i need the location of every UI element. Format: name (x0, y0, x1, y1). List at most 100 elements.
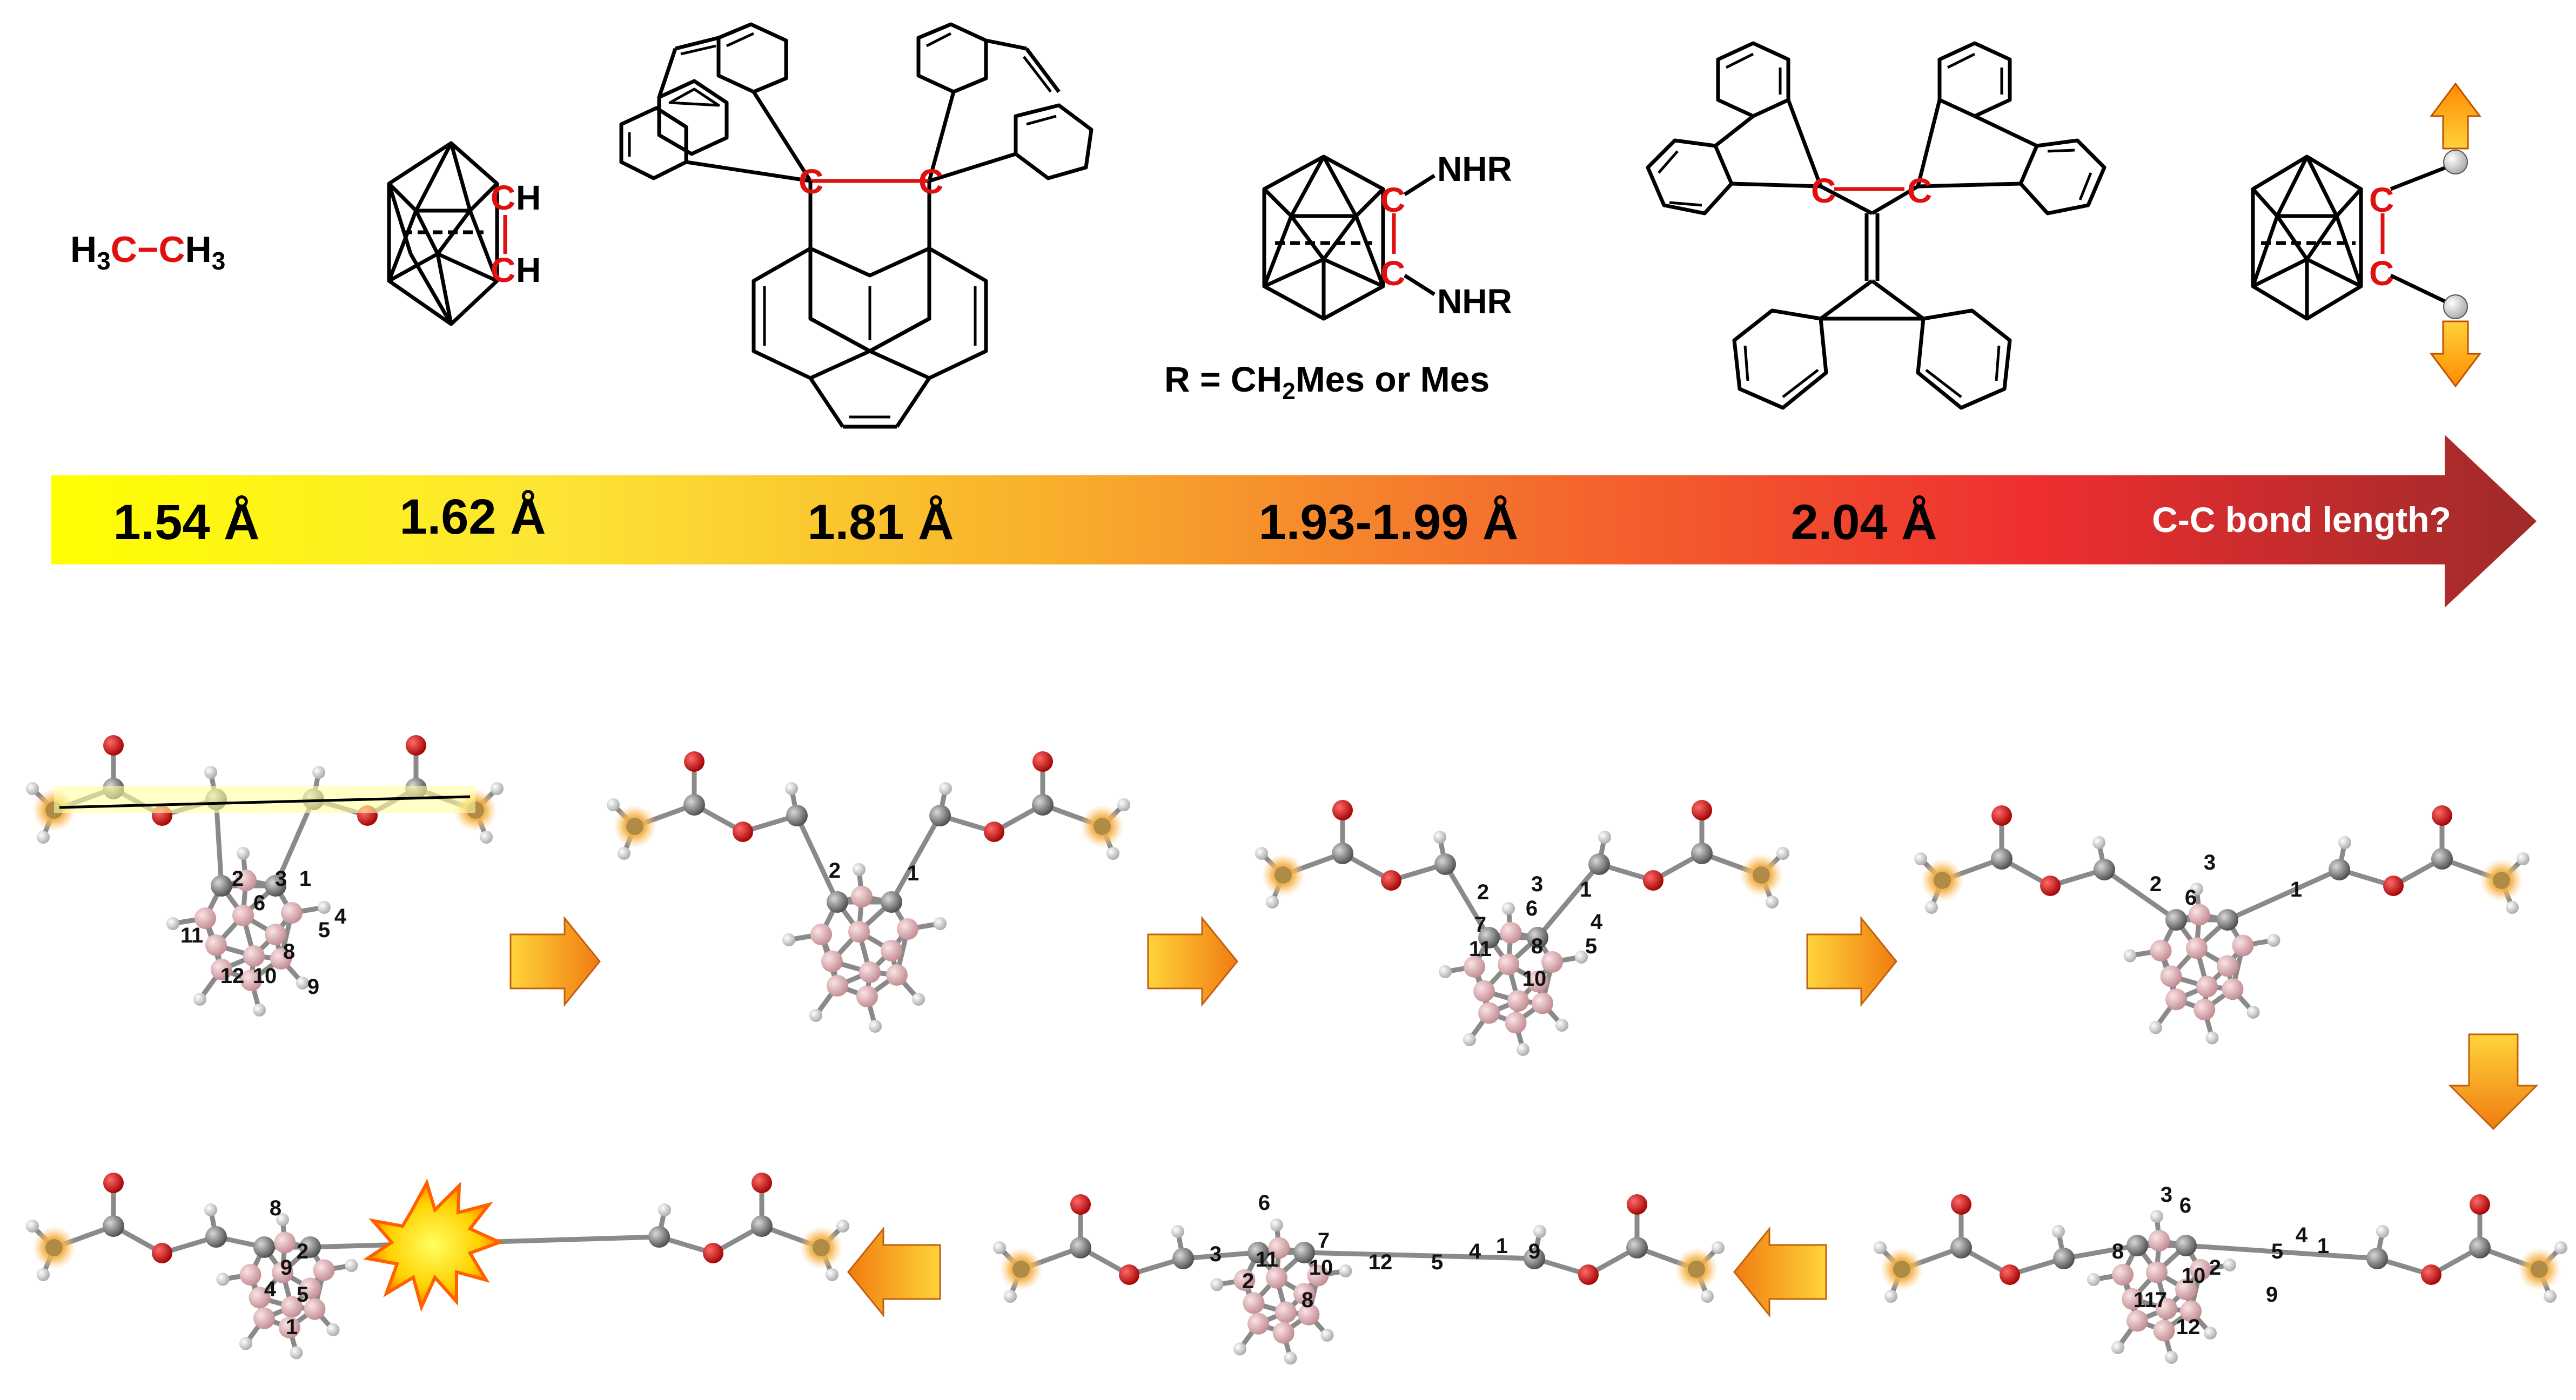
boron-atom (240, 970, 262, 991)
boron-atom (2180, 1300, 2202, 1322)
oxygen-atom (2432, 805, 2452, 826)
acenaphthene-labels: C C (799, 162, 943, 201)
hydrogen-atom (237, 847, 250, 860)
hydrogen-atom (1575, 951, 1588, 964)
carbon-atom (1478, 927, 1500, 948)
atom-number-label: 3 (1210, 1242, 1222, 1266)
bond-length-5: 2.04 Å (1790, 495, 1937, 550)
r-suffix: Mes or Mes (1296, 359, 1490, 399)
atom-number-label: 9 (2266, 1283, 2278, 1307)
boron-atom (821, 951, 843, 972)
atom-number-label: 6 (2179, 1194, 2191, 1217)
atom-number-label: 2 (2209, 1256, 2221, 1280)
bond (889, 813, 943, 905)
hydrogen-atom (2204, 1327, 2217, 1340)
carbon-atom (751, 1215, 773, 1237)
hydrogen-atom (2267, 934, 2280, 947)
carborane-c1: C (491, 178, 515, 217)
boron-atom (270, 948, 292, 970)
atom-number-label: 4 (1591, 910, 1603, 934)
oxygen-atom (1643, 870, 1663, 891)
silicon-atom (1274, 866, 1292, 884)
ethane-sub-left: 3 (97, 247, 111, 275)
target-ball-bottom (2443, 294, 2468, 319)
oxygen-atom (152, 1243, 172, 1263)
oxygen-atom (103, 1173, 124, 1193)
carbon-atom (2165, 909, 2187, 931)
atom-number-label: 4 (1469, 1240, 1481, 1263)
svg-text:H3C−CH3: H3C−CH3 (70, 229, 225, 275)
boron-atom (281, 902, 303, 924)
hydrogen-atom (1598, 831, 1611, 844)
hydrogen-atom (2223, 1258, 2236, 1271)
boron-atom (278, 1316, 300, 1338)
boron-atom (281, 1296, 303, 1318)
hydrogen-atom (204, 1203, 217, 1216)
hydrogen-atom (2544, 1290, 2557, 1303)
carbon-atom (1172, 1248, 1194, 1269)
silicon-atom (813, 1239, 830, 1256)
silicon-atom (45, 1239, 63, 1256)
acenaphthene-c-left: C (799, 162, 823, 201)
hydrogen-atom (345, 1259, 358, 1272)
hydrogen-atom (1106, 847, 1119, 860)
hydrogen-atom (326, 1323, 340, 1336)
amino-c1: C (1380, 180, 1405, 219)
atom-number-label: 12 (1369, 1250, 1393, 1274)
boron-atom (2186, 937, 2208, 959)
boron-atom (897, 918, 918, 940)
carbon-atom (1247, 1242, 1269, 1263)
carbon-atom (827, 891, 848, 913)
process-arrow-4-icon (1733, 1226, 1827, 1318)
carborane-c2: C (491, 251, 515, 290)
carborane-structure (387, 141, 499, 326)
boron-atom (1473, 980, 1495, 1002)
atom-number-label: 3 (2161, 1183, 2172, 1207)
oxygen-atom (1070, 1194, 1091, 1215)
atom-number-label: 2 (2150, 872, 2162, 896)
amino-nhr2: NHR (1437, 282, 1512, 321)
hydrogen-atom (253, 1004, 266, 1017)
boron-atom (1272, 1322, 1294, 1344)
atom-number-label: 8 (2112, 1240, 2124, 1263)
hydrogen-atom (826, 1268, 838, 1281)
hydrogen-atom (26, 782, 39, 795)
target-labels: C C (2369, 82, 2481, 388)
target-c2: C (2369, 254, 2394, 293)
atom-number-label: 12 (2176, 1315, 2201, 1339)
amino-nhr1: NHR (1437, 150, 1512, 189)
atom-number-label: 7 (1474, 913, 1486, 937)
silicon-atom (1094, 818, 1111, 835)
atom-number-label: 1 (907, 861, 919, 885)
atom-number-label: 5 (318, 918, 330, 942)
bond (1302, 1250, 1537, 1261)
silicon-atom (1753, 866, 1770, 884)
silicon-atom (1012, 1261, 1030, 1278)
hydrogen-atom (1712, 1241, 1725, 1254)
boron-atom (1268, 1237, 1290, 1259)
carbon-atom (2469, 1237, 2491, 1258)
hydrogen-atom (1884, 1290, 1897, 1303)
silicon-atom (1934, 872, 1951, 889)
boron-atom (1266, 1267, 1287, 1289)
atom-number-label: 2 (1242, 1269, 1254, 1293)
boron-atom (205, 934, 227, 956)
hydrogen-atom (1433, 831, 1446, 844)
atom-number-label: 9 (1528, 1240, 1540, 1263)
boron-atom (299, 1277, 321, 1300)
oxygen-atom (1627, 1194, 1647, 1215)
boron-atom (2188, 904, 2210, 926)
fluorenyl-c-right: C (1907, 171, 1932, 210)
bond (794, 813, 840, 905)
hydrogen-atom (1776, 847, 1789, 860)
atom-number-label: 11 (1469, 937, 1492, 961)
boron-atom (1532, 992, 1553, 1014)
silicon-atom (2531, 1261, 2548, 1278)
hydrogen-atom (2149, 1021, 2162, 1034)
boron-atom (2146, 1261, 2168, 1283)
atom-number-label: 1 (299, 867, 311, 891)
boron-atom (827, 975, 848, 997)
atom-number-label: 1 (286, 1315, 298, 1339)
